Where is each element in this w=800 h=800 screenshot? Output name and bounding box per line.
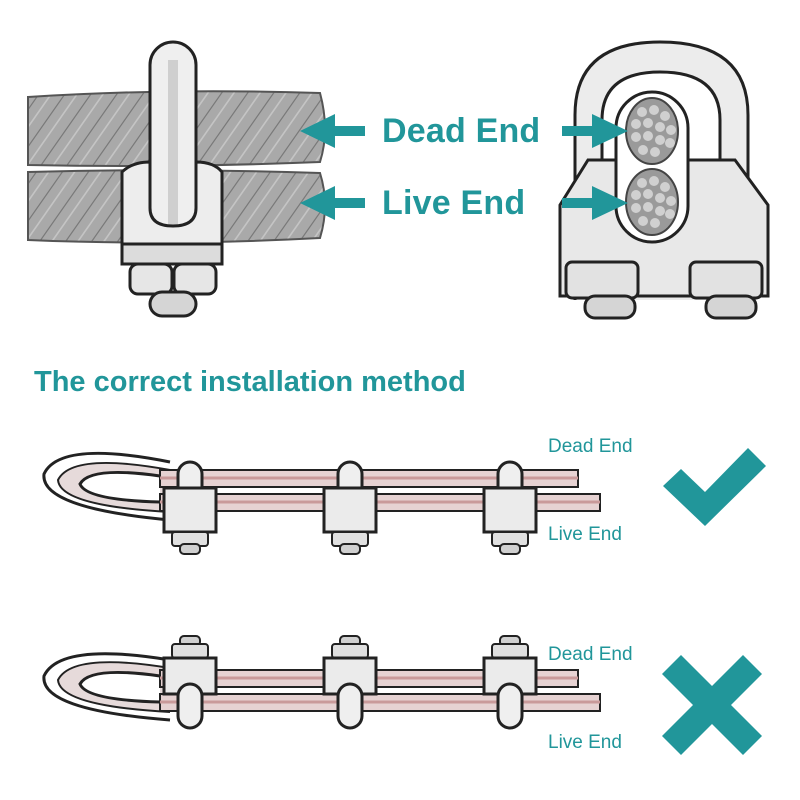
clip-3: [482, 635, 538, 730]
method-title: The correct installation method: [34, 366, 466, 398]
clip-2: [322, 460, 378, 555]
side-view-clamp: [27, 40, 365, 318]
cross-section-clamp: [558, 40, 770, 320]
wrong-live-end-label: Live End: [548, 732, 622, 753]
saddle: [120, 160, 224, 266]
top-live-end-label: Live End: [382, 184, 526, 222]
live-end-cross-section: [626, 169, 678, 235]
top-dead-end-label: Dead End: [382, 112, 541, 150]
cross-live-end-arrow: [562, 186, 628, 220]
cross-icon: [662, 655, 762, 755]
wrong-dead-end-label: Dead End: [548, 644, 633, 665]
live-end-arrow: [300, 186, 365, 220]
dead-end-arrow: [300, 114, 365, 148]
clip-1: [162, 635, 218, 730]
clip-1: [162, 460, 218, 555]
wrong-installation-row: [42, 635, 762, 755]
cross-dead-end-arrow: [562, 114, 628, 148]
clip-2: [322, 635, 378, 730]
clip-3: [482, 460, 538, 555]
checkmark-icon: [663, 448, 766, 526]
u-bolt: [148, 40, 198, 254]
dead-end-cross-section: [626, 98, 678, 164]
nuts: [128, 262, 218, 318]
correct-installation-row: [42, 448, 766, 555]
correct-dead-end-label: Dead End: [548, 436, 633, 457]
correct-live-end-label: Live End: [548, 524, 622, 545]
